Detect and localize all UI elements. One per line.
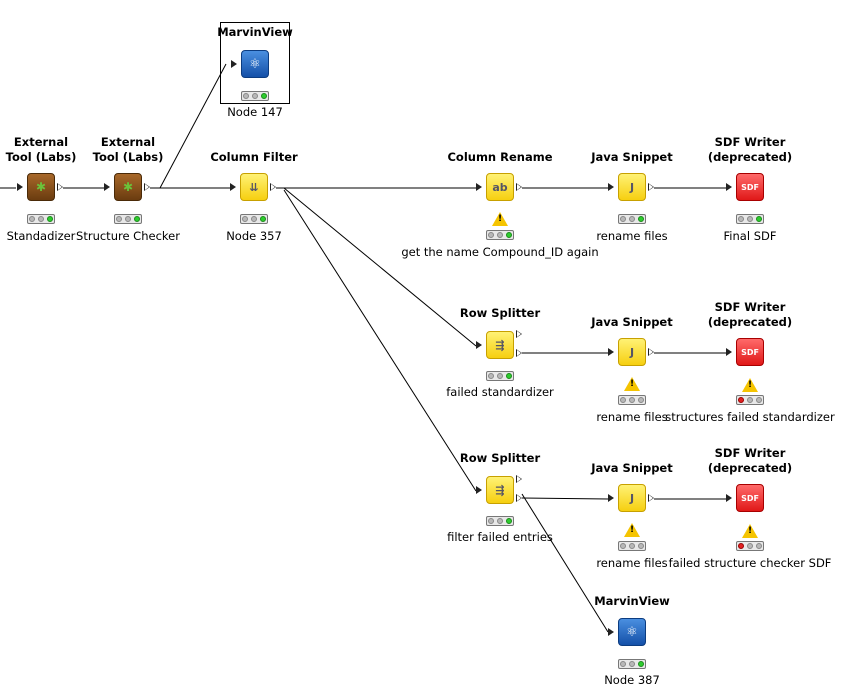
node-title: SDF Writer (deprecated): [707, 300, 793, 329]
column-rename-icon[interactable]: ab: [486, 173, 514, 201]
node-title: Column Filter: [210, 150, 298, 164]
row-splitter-icon[interactable]: ⇶: [486, 476, 514, 504]
external-tool-icon[interactable]: ✱: [27, 173, 55, 201]
input-port[interactable]: [726, 348, 732, 356]
node-label[interactable]: get the name Compound_ID again: [401, 245, 599, 259]
node-title: External Tool (Labs): [92, 135, 164, 164]
warning-icon: !: [742, 524, 758, 538]
status-light: [240, 214, 268, 224]
status-light: [486, 371, 514, 381]
external-tool-icon[interactable]: ✱: [114, 173, 142, 201]
marvinview-icon[interactable]: ⚛: [618, 618, 646, 646]
status-light: [486, 230, 514, 240]
node-label[interactable]: Structure Checker: [76, 229, 180, 243]
wire-checker-marvin147[interactable]: [159, 63, 227, 189]
output-port[interactable]: [648, 183, 654, 191]
sdf-writer-icon[interactable]: SDF: [736, 484, 764, 512]
status-light: [27, 214, 55, 224]
node-label[interactable]: Node 387: [604, 673, 660, 687]
node-title: Java Snippet: [591, 150, 673, 164]
warning-icon: !: [624, 523, 640, 537]
node-label[interactable]: failed structure checker SDF: [668, 556, 832, 570]
output-port[interactable]: [144, 183, 150, 191]
sdf-writer-icon[interactable]: SDF: [736, 173, 764, 201]
input-port[interactable]: [476, 486, 482, 494]
node-label[interactable]: Node 147: [227, 105, 283, 119]
node-title: MarvinView: [594, 594, 670, 608]
status-light: [486, 516, 514, 526]
output-port[interactable]: [270, 183, 276, 191]
java-snippet-icon[interactable]: J: [618, 173, 646, 201]
warning-icon: !: [492, 212, 508, 226]
marvinview-icon[interactable]: ⚛: [241, 50, 269, 78]
row-splitter-icon[interactable]: ⇶: [486, 331, 514, 359]
node-title: SDF Writer (deprecated): [707, 135, 793, 164]
status-light: [618, 395, 646, 405]
node-label[interactable]: Standadizer: [6, 229, 76, 243]
node-title: Column Rename: [447, 150, 553, 164]
status-light: [618, 541, 646, 551]
output-port-1[interactable]: [516, 475, 522, 483]
node-label[interactable]: structures failed standardizer: [665, 410, 835, 424]
input-port[interactable]: [476, 341, 482, 349]
node-title: Row Splitter: [459, 306, 541, 320]
input-port[interactable]: [104, 183, 110, 191]
node-label[interactable]: failed standardizer: [446, 385, 554, 399]
input-port[interactable]: [608, 494, 614, 502]
input-port[interactable]: [231, 60, 237, 68]
status-light: [618, 214, 646, 224]
node-label[interactable]: rename files: [596, 556, 668, 570]
output-port-2[interactable]: [516, 494, 522, 502]
node-title: Row Splitter: [459, 451, 541, 465]
warning-icon: !: [624, 377, 640, 391]
node-title: Java Snippet: [591, 461, 673, 475]
node-title: External Tool (Labs): [5, 135, 77, 164]
output-port[interactable]: [516, 183, 522, 191]
status-light: [736, 395, 764, 405]
sdf-writer-icon[interactable]: SDF: [736, 338, 764, 366]
output-port[interactable]: [57, 183, 63, 191]
input-port[interactable]: [608, 628, 614, 636]
status-light: [736, 541, 764, 551]
input-port[interactable]: [230, 183, 236, 191]
input-port[interactable]: [17, 183, 23, 191]
input-port[interactable]: [726, 183, 732, 191]
input-port[interactable]: [608, 183, 614, 191]
status-light: [114, 214, 142, 224]
wire-splitter2-marvin387[interactable]: [521, 493, 609, 633]
selection-box: [220, 22, 290, 104]
status-light: [241, 91, 269, 101]
wire-filter-splitter1[interactable]: [283, 187, 477, 347]
status-light: [618, 659, 646, 669]
output-port-2[interactable]: [516, 349, 522, 357]
output-port-1[interactable]: [516, 330, 522, 338]
input-port[interactable]: [608, 348, 614, 356]
java-snippet-icon[interactable]: J: [618, 484, 646, 512]
node-label[interactable]: filter failed entries: [447, 530, 553, 544]
status-light: [736, 214, 764, 224]
warning-icon: !: [742, 378, 758, 392]
node-title: Java Snippet: [591, 315, 673, 329]
wire-filter-splitter2[interactable]: [283, 189, 477, 492]
column-filter-icon[interactable]: ⇊: [240, 173, 268, 201]
java-snippet-icon[interactable]: J: [618, 338, 646, 366]
output-port[interactable]: [648, 494, 654, 502]
node-title: SDF Writer (deprecated): [707, 446, 793, 475]
output-port[interactable]: [648, 348, 654, 356]
node-label[interactable]: Final SDF: [723, 229, 777, 243]
input-port[interactable]: [476, 183, 482, 191]
node-label[interactable]: rename files: [596, 410, 668, 424]
node-label[interactable]: rename files: [596, 229, 668, 243]
node-title: MarvinView: [217, 25, 293, 39]
wire-splitter2-java3[interactable]: [521, 497, 609, 500]
node-label[interactable]: Node 357: [226, 229, 282, 243]
input-port[interactable]: [726, 494, 732, 502]
